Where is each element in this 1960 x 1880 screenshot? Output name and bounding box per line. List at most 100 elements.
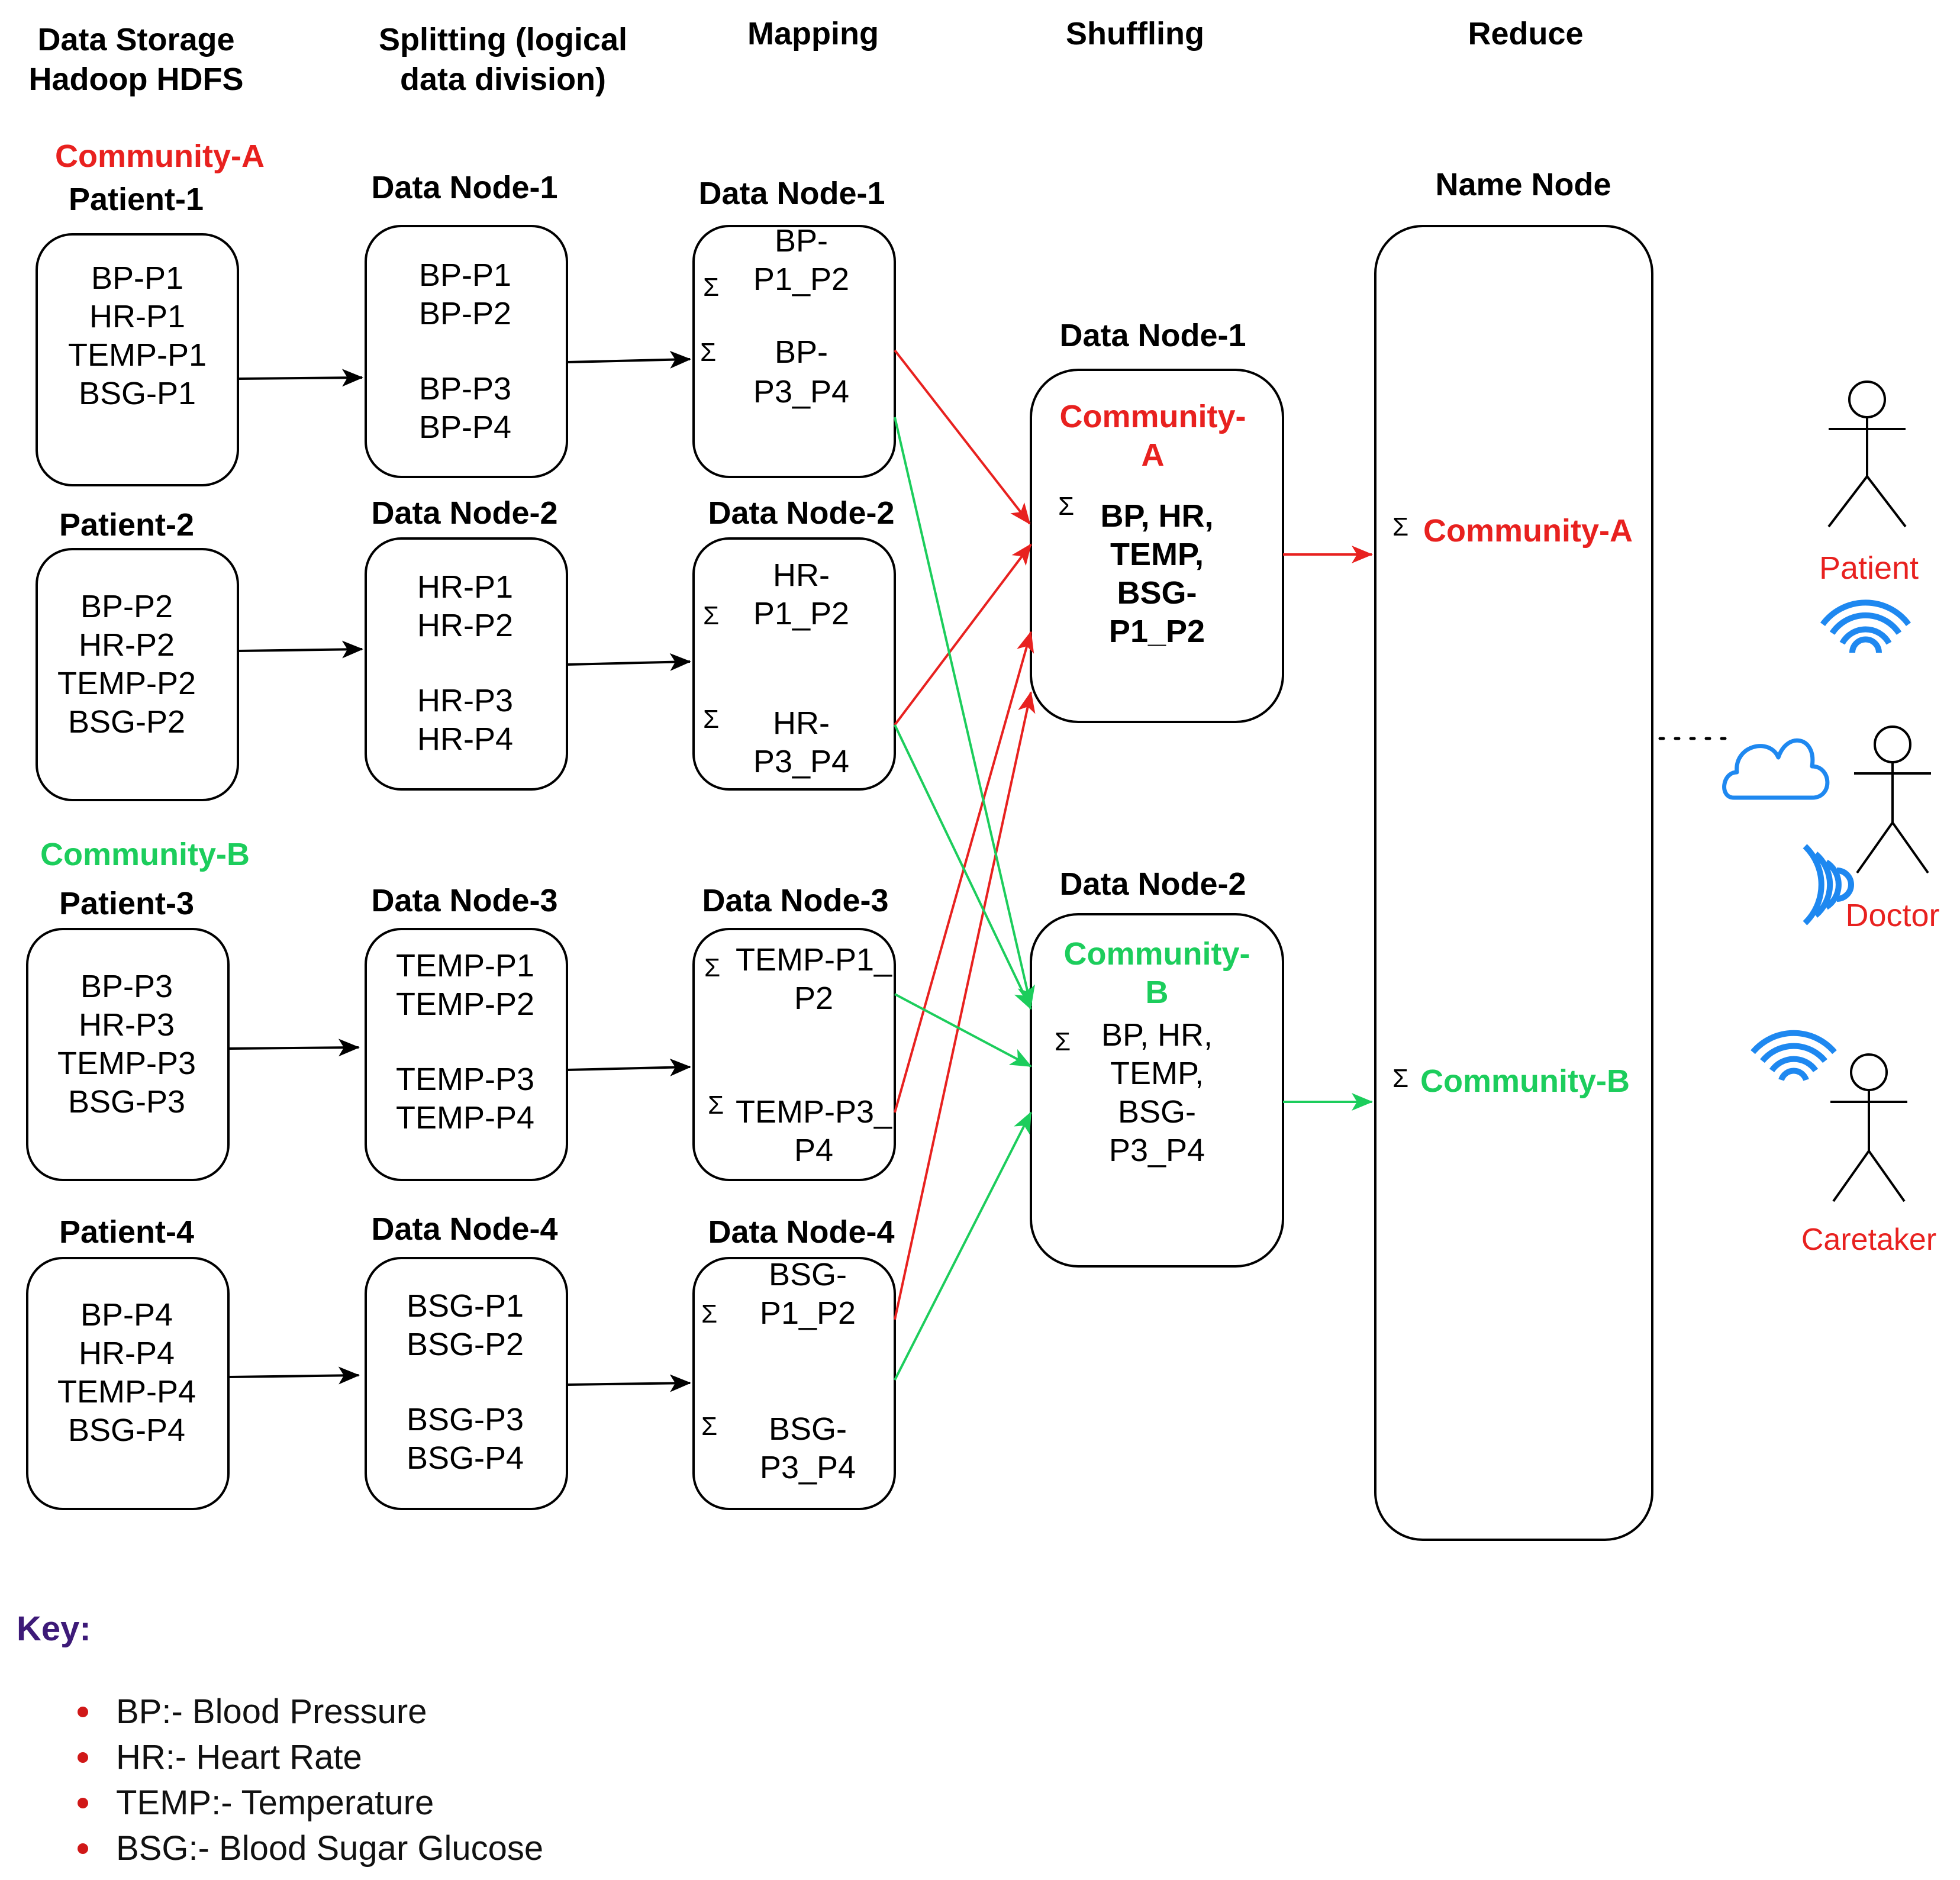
map-node-2-top-line: P1_P2	[753, 596, 849, 631]
shuffle-node-2-line: BP, HR,	[1101, 1017, 1213, 1053]
patient-3-line: TEMP-P3	[57, 1046, 196, 1081]
arrow-split1-map	[566, 350, 691, 369]
map-node-3-bottom-line: P4	[794, 1133, 833, 1168]
map-node-4-bottom-line: P3_P4	[760, 1450, 856, 1485]
map-node-1-bottom-line: BP-	[775, 334, 828, 370]
patient-2: Patient-2 BP-P2 HR-P2 TEMP-P2 BSG-P2	[36, 507, 239, 801]
sigma-icon: Σ	[701, 1412, 717, 1441]
shuffle-node-1-line: P1_P2	[1109, 614, 1205, 649]
arrow-patient1-split	[237, 369, 363, 387]
map-node-1-bottom-line: P3_P4	[753, 374, 849, 409]
patient-2-line: BP-P2	[80, 589, 173, 624]
arrow-patient2-split	[237, 640, 363, 659]
patient-1-line: HR-P1	[89, 299, 185, 334]
header-reduce: Reduce	[1468, 16, 1583, 51]
map-node-4-label: Data Node-4	[708, 1214, 894, 1250]
patient-4: Patient-4 BP-P4 HR-P4 TEMP-P4 BSG-P4	[26, 1214, 230, 1510]
key-item: BSG:- Blood Sugar Glucose	[116, 1829, 543, 1868]
shuffle-node-2-line: BSG-	[1118, 1094, 1196, 1130]
sigma-icon: Σ	[1058, 492, 1074, 521]
shuffle-node-1: Data Node-1 Community- A Σ BP, HR, TEMP,…	[1030, 318, 1284, 723]
split-node-3-line: TEMP-P4	[396, 1100, 534, 1136]
name-node-community-a: Community-A	[1423, 513, 1633, 549]
shuffle-node-2-line: TEMP,	[1110, 1056, 1204, 1091]
split-node-4-line: BSG-P4	[407, 1440, 524, 1476]
arrow-map4-shuffle1	[894, 691, 1036, 1320]
shuffle-node-1-community: A	[1142, 437, 1165, 473]
map-node-1-label: Data Node-1	[698, 176, 885, 211]
arrow-map3-shuffle2	[894, 993, 1032, 1068]
map-node-3-top-line: P2	[794, 981, 833, 1016]
patient-3-line: HR-P3	[79, 1007, 175, 1043]
arrow-map2-shuffle1	[894, 543, 1032, 726]
patient-2-line: HR-P2	[79, 627, 175, 663]
patient-3-label: Patient-3	[59, 886, 194, 921]
wifi-icon	[1751, 1030, 1837, 1081]
split-node-4-line: BSG-P1	[407, 1288, 524, 1324]
split-node-1: Data Node-1 BP-P1 BP-P2 BP-P3 BP-P4	[365, 170, 568, 478]
arrow-map1-shuffle1	[894, 349, 1031, 525]
patient-4-line: BSG-P4	[68, 1413, 185, 1448]
map-node-2-box	[692, 537, 896, 791]
arrow-map3-shuffle1	[894, 631, 1034, 1113]
sigma-icon: Σ	[701, 1299, 717, 1328]
red-arrows	[894, 349, 1373, 1320]
wifi-icon	[1820, 599, 1911, 653]
header-splitting-line2: data division)	[400, 62, 606, 97]
split-node-3-line: TEMP-P3	[396, 1062, 534, 1097]
arrow-map4-shuffle2	[894, 1111, 1032, 1381]
arrow-map2-shuffle2	[894, 724, 1032, 1010]
map-node-2-bottom-line: P3_P4	[753, 744, 849, 779]
map-node-3-top-line: TEMP-P1_	[736, 942, 892, 978]
split-node-1-line: BP-P4	[419, 409, 511, 445]
patient-2-label: Patient-2	[59, 507, 194, 543]
patient-4-label: Patient-4	[59, 1214, 194, 1250]
sigma-icon: Σ	[1392, 1064, 1408, 1093]
split-node-2-label: Data Node-2	[371, 495, 557, 531]
split-node-1-box	[365, 225, 568, 478]
map-node-1-top-line: BP-	[775, 223, 828, 259]
split-node-3-label: Data Node-3	[371, 883, 557, 918]
name-node-label: Name Node	[1435, 167, 1611, 202]
split-node-4-line: BSG-P3	[407, 1402, 524, 1437]
map-node-4-bottom-line: BSG-	[769, 1411, 847, 1447]
sigma-icon: Σ	[708, 1091, 724, 1120]
name-node-box	[1374, 225, 1653, 1541]
shuffle-node-2-community: Community-	[1064, 936, 1250, 972]
split-node-4-label: Data Node-4	[371, 1211, 557, 1247]
patient-3-line: BP-P3	[80, 969, 173, 1004]
green-arrows	[894, 417, 1373, 1381]
sigma-icon: Σ	[704, 953, 720, 982]
split-node-1-line: BP-P2	[419, 296, 511, 331]
map-node-2: Data Node-2 Σ HR- P1_P2 Σ HR- P3_P4	[692, 495, 896, 791]
key-item: HR:- Heart Rate	[116, 1738, 362, 1776]
header-shuffling: Shuffling	[1066, 16, 1204, 51]
patient-3-box	[26, 928, 230, 1181]
shuffle-node-2: Data Node-2 Community- B Σ BP, HR, TEMP,…	[1030, 866, 1284, 1268]
sigma-icon: Σ	[703, 601, 719, 630]
split-node-2-line: HR-P1	[417, 569, 513, 605]
map-node-1-top-line: P1_P2	[753, 262, 849, 297]
patient-3-line: BSG-P3	[68, 1084, 185, 1120]
doctor-actor-icon	[1854, 725, 1931, 874]
shuffle-node-2-community: B	[1146, 975, 1169, 1010]
patient-4-line: TEMP-P4	[57, 1374, 196, 1410]
header-storage-line1: Data Storage	[37, 22, 234, 57]
patient-4-box	[26, 1257, 230, 1510]
key-bullet	[78, 1707, 88, 1717]
sigma-icon: Σ	[703, 273, 719, 302]
map-node-2-label: Data Node-2	[708, 495, 894, 531]
patient-1-label: Patient-1	[69, 182, 204, 217]
split-node-1-line: BP-P1	[419, 257, 511, 293]
patient-1-line: BSG-P1	[79, 376, 196, 411]
key-bullet	[78, 1752, 88, 1763]
shuffle-node-1-community: Community-	[1060, 399, 1246, 434]
key-item: TEMP:- Temperature	[116, 1784, 434, 1822]
arrow-split4-map	[566, 1374, 691, 1392]
patient-2-line: TEMP-P2	[57, 666, 196, 701]
name-node-community-b: Community-B	[1420, 1063, 1630, 1099]
split-node-2-line: HR-P4	[417, 721, 513, 757]
map-node-1: Data Node-1 Σ BP- P1_P2 Σ BP- P3_P4	[692, 176, 896, 478]
split-node-4-line: BSG-P2	[407, 1327, 524, 1362]
arrow-split2-map	[566, 653, 691, 671]
